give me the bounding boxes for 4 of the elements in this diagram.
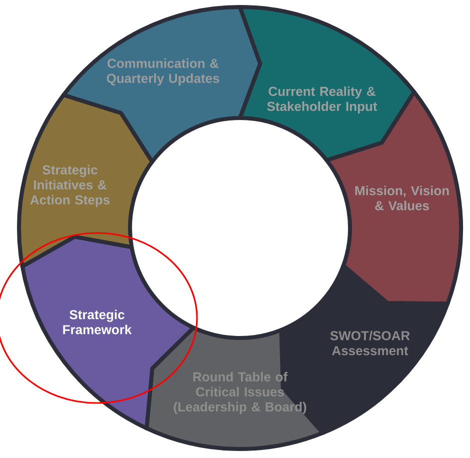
cycle-segment: Communication & Quarterly Updates [62, 5, 262, 164]
cycle-segment: Current Reality & Stakeholder Input [238, 5, 416, 162]
cycle-segment: Strategic Framework [20, 234, 196, 430]
cycle-segment: Strategic Initiatives & Action Steps [17, 93, 154, 268]
